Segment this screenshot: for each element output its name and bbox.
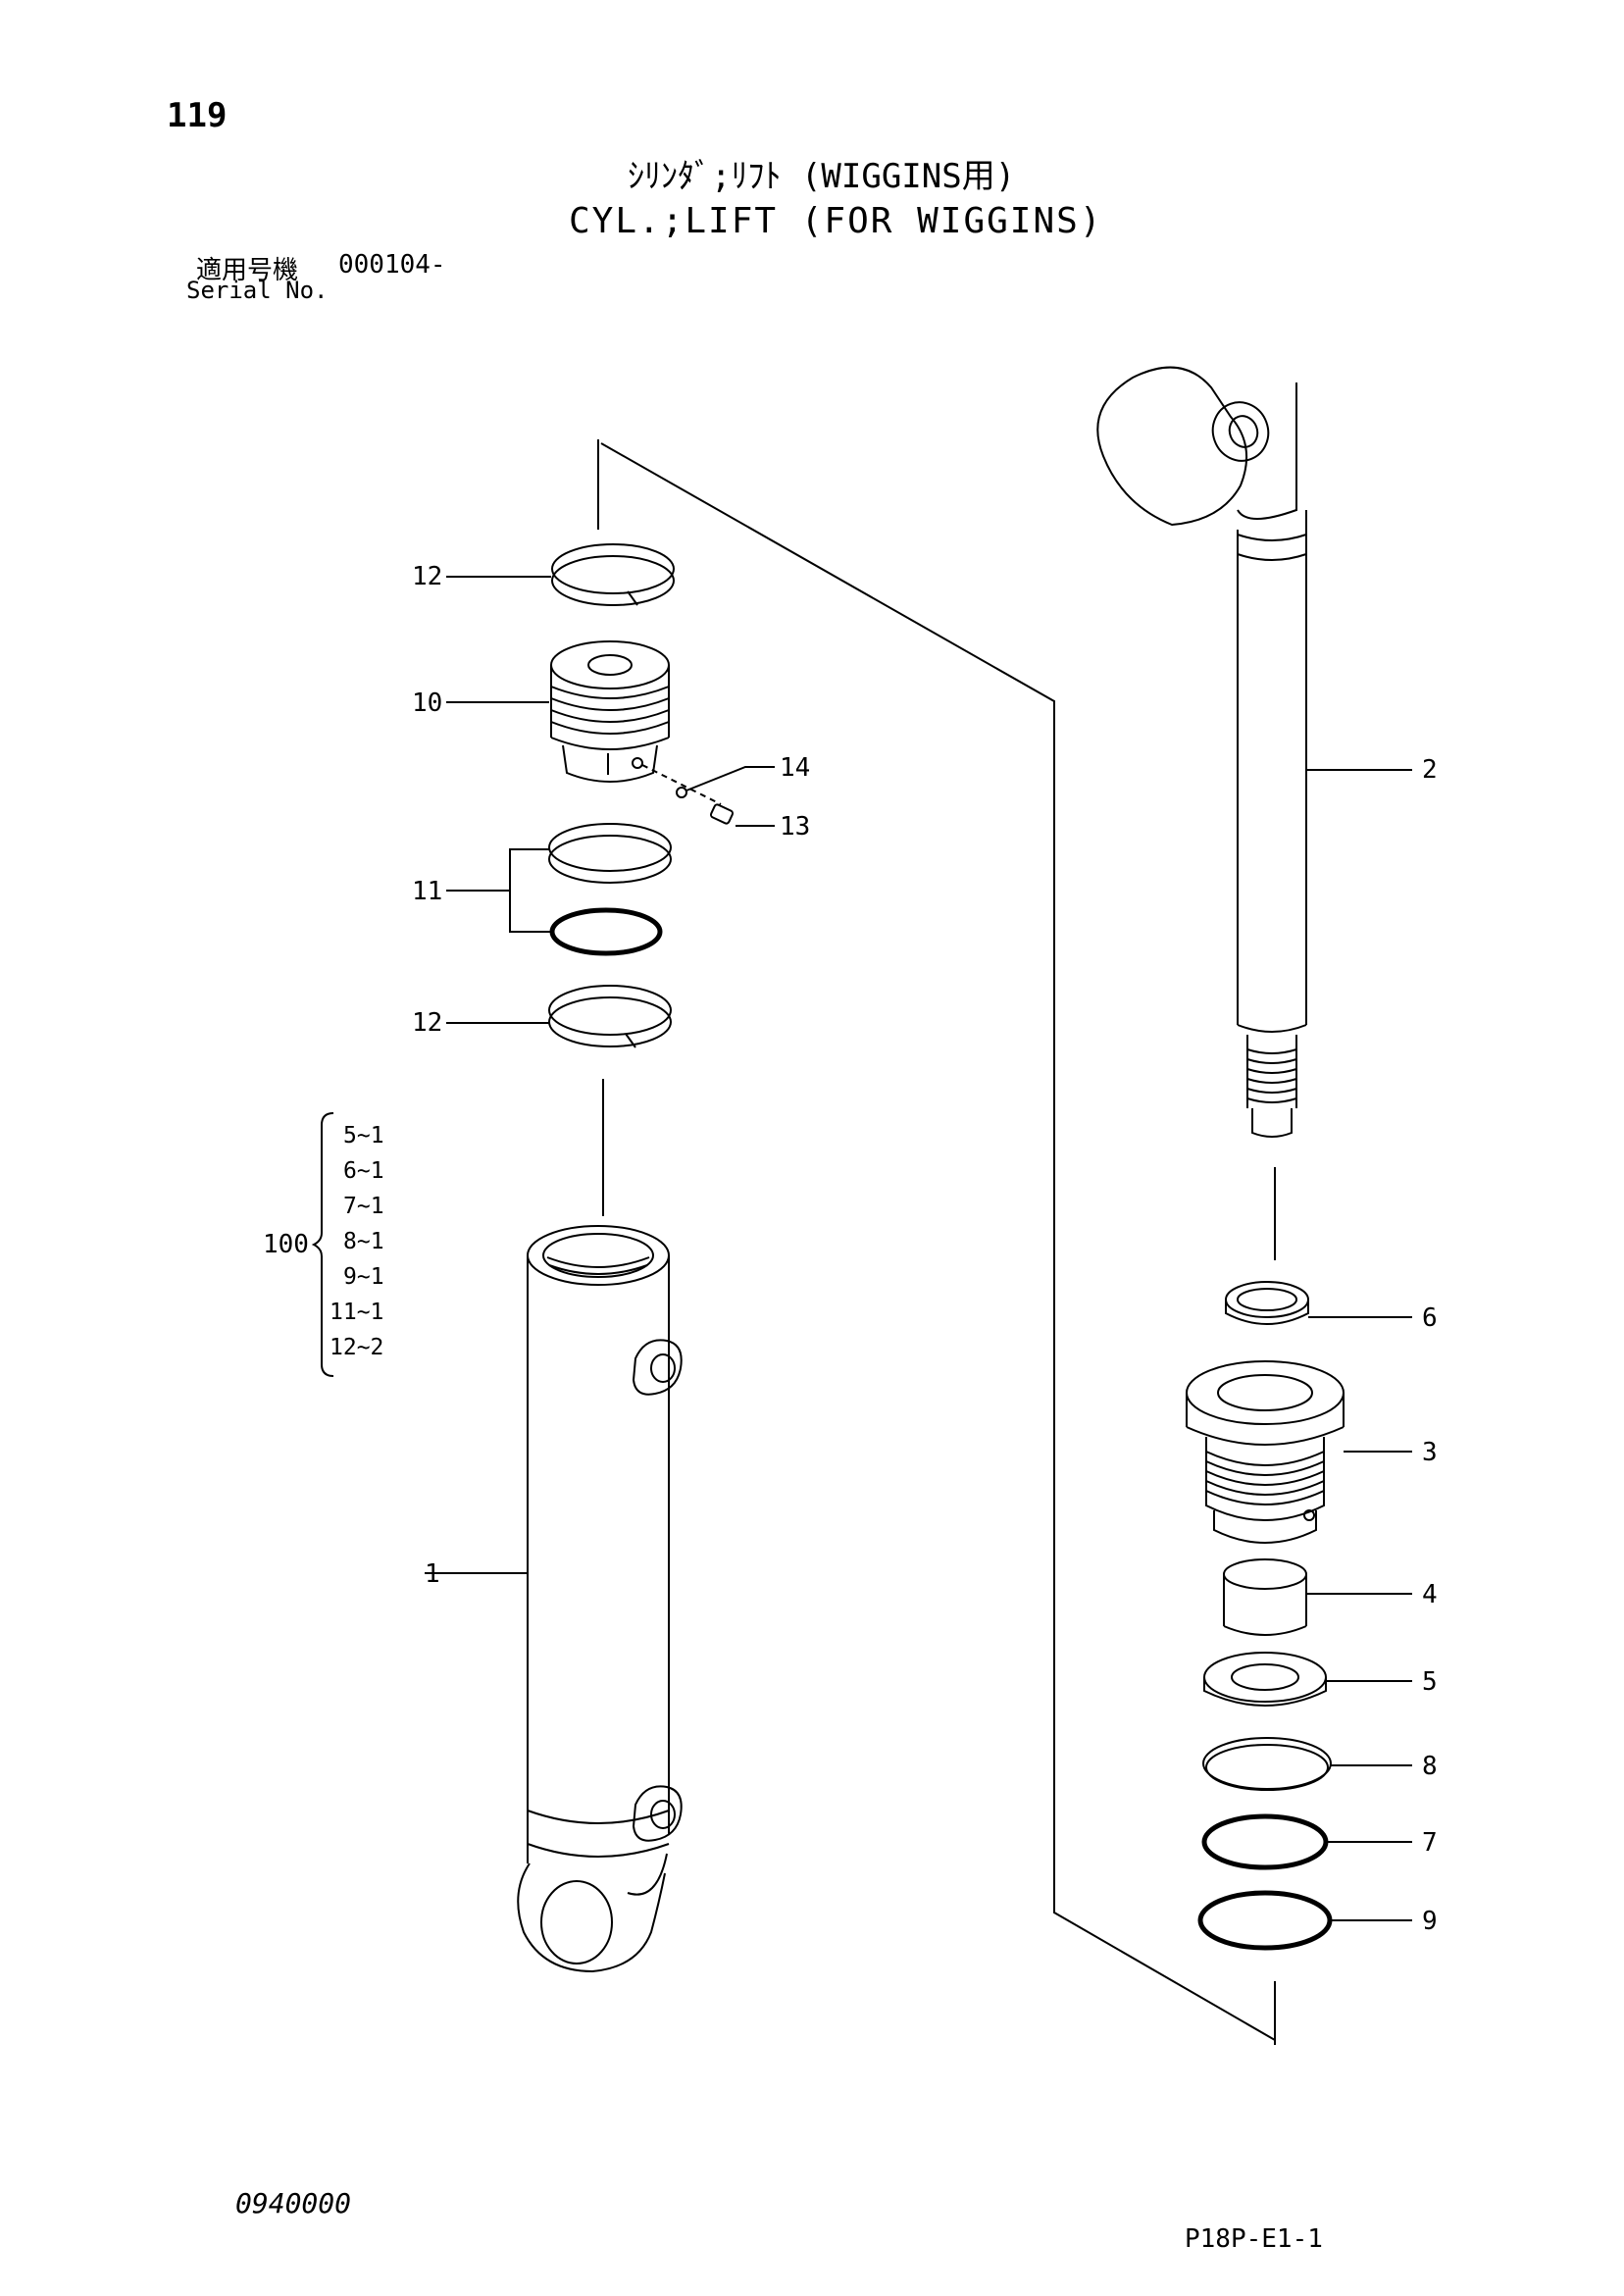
part-5-rod-seal bbox=[1203, 1652, 1327, 1707]
callout-12-upper: 12 bbox=[412, 562, 443, 591]
part-7-o-ring bbox=[1201, 1813, 1329, 1870]
part-8-backup-ring bbox=[1202, 1737, 1332, 1791]
part-10-piston bbox=[550, 640, 670, 783]
kit-item: 12~2 bbox=[330, 1335, 384, 1360]
kit-item: 8~1 bbox=[343, 1229, 384, 1254]
callout-6: 6 bbox=[1422, 1303, 1438, 1333]
kit-item: 7~1 bbox=[343, 1194, 384, 1219]
title-english: CYL.;LIFT (FOR WIGGINS) bbox=[569, 201, 1103, 241]
part-13-set-screw bbox=[709, 803, 735, 825]
callout-5: 5 bbox=[1422, 1667, 1438, 1697]
page-number: 119 bbox=[167, 96, 228, 135]
kit-item: 11~1 bbox=[330, 1300, 384, 1325]
callout-13: 13 bbox=[780, 812, 811, 842]
part-2-piston-rod bbox=[1096, 366, 1307, 1138]
assembly-bracket-line bbox=[597, 439, 1276, 2045]
part-4-bushing bbox=[1223, 1558, 1307, 1636]
callout-8: 8 bbox=[1422, 1752, 1438, 1781]
callout-3: 3 bbox=[1422, 1438, 1438, 1467]
callout-9: 9 bbox=[1422, 1907, 1438, 1936]
serial-label-japanese: 適用号機 bbox=[196, 256, 299, 285]
part-1-cylinder-tube bbox=[517, 1225, 683, 1973]
title-japanese: ｼﾘﾝﾀﾞ;ﾘﾌﾄ (WIGGINS用) bbox=[628, 157, 1016, 196]
callout-4: 4 bbox=[1422, 1580, 1438, 1609]
callout-7: 7 bbox=[1422, 1828, 1438, 1858]
part-9-o-ring bbox=[1197, 1890, 1333, 1951]
part-12-wear-ring-upper bbox=[551, 543, 675, 606]
kit-item: 6~1 bbox=[343, 1158, 384, 1184]
callout-1: 1 bbox=[425, 1559, 440, 1589]
footer-code: 0940000 bbox=[235, 2187, 352, 2219]
callout-10: 10 bbox=[412, 689, 443, 718]
part-14-ball bbox=[641, 764, 722, 805]
kit-number: 100 bbox=[263, 1230, 309, 1259]
leader-lines bbox=[311, 576, 1412, 1921]
part-12-wear-ring-lower bbox=[548, 985, 672, 1048]
serial-label-english: Serial No. bbox=[186, 277, 329, 304]
part-6-dust-seal bbox=[1225, 1281, 1309, 1325]
serial-value: 000104- bbox=[338, 250, 446, 280]
part-11-seal-ring bbox=[548, 823, 672, 884]
callout-2: 2 bbox=[1422, 755, 1438, 785]
kit-item: 5~1 bbox=[343, 1123, 384, 1148]
kit-item: 9~1 bbox=[343, 1264, 384, 1290]
footer-reference: P18P-E1-1 bbox=[1185, 2224, 1323, 2254]
part-3-rod-cover bbox=[1186, 1360, 1345, 1544]
callout-11: 11 bbox=[412, 877, 443, 906]
part-11-o-ring bbox=[549, 907, 663, 956]
callout-14: 14 bbox=[780, 753, 811, 783]
callout-12-lower: 12 bbox=[412, 1008, 443, 1038]
